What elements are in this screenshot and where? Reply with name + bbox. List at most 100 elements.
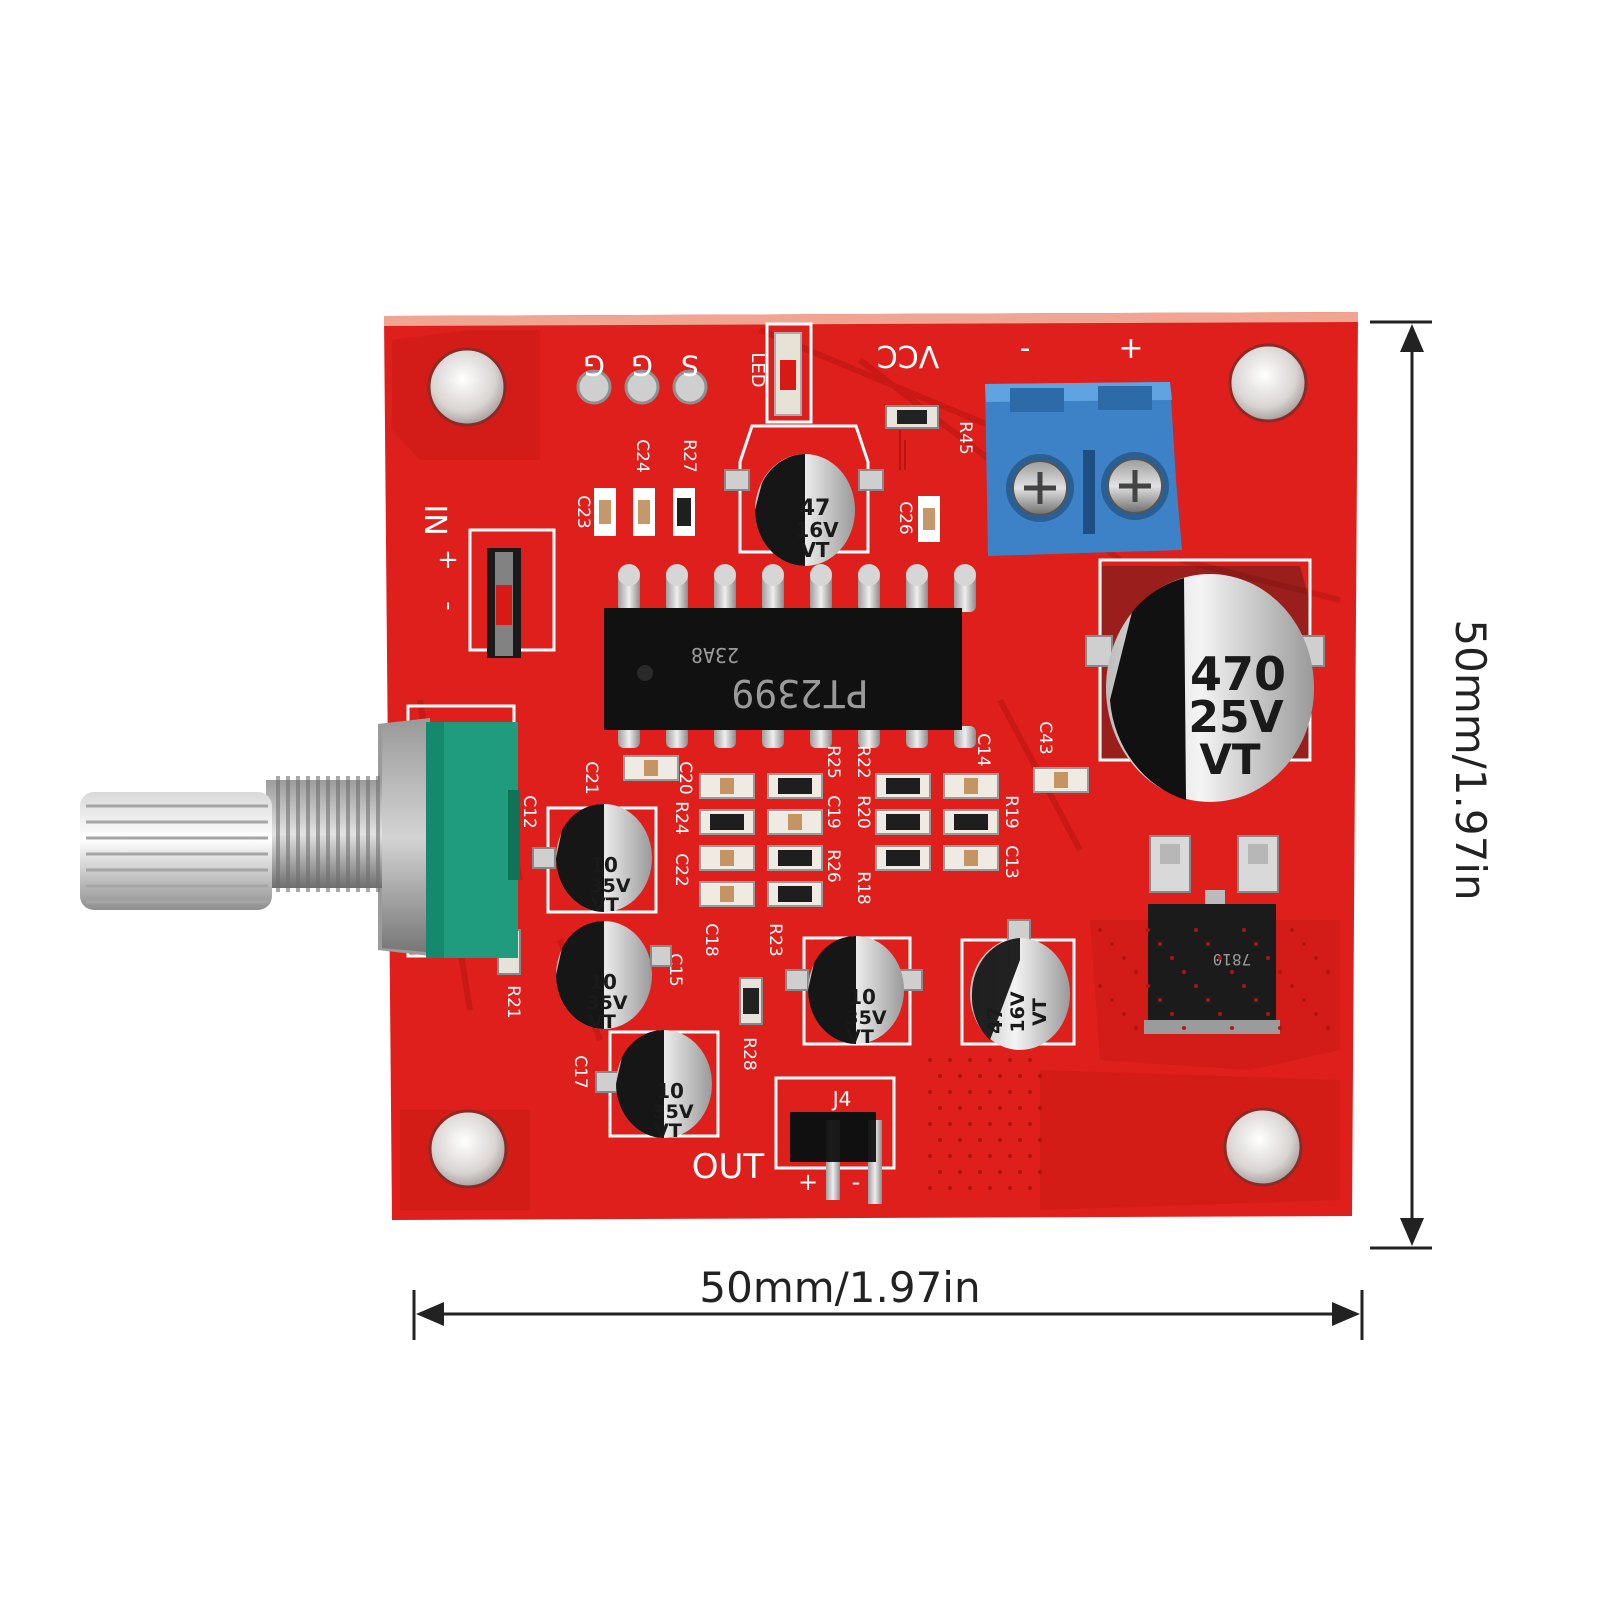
chip-pin	[810, 726, 832, 748]
via	[1158, 998, 1162, 1002]
via	[1028, 1058, 1032, 1062]
via	[1018, 1138, 1022, 1142]
thread-ridge	[356, 776, 360, 892]
via	[1018, 1106, 1022, 1110]
j4-label: J4	[831, 1087, 852, 1111]
via	[1290, 928, 1294, 932]
via	[938, 1074, 942, 1078]
cap-c15-value: 10	[589, 970, 617, 994]
cap-c17-brand: VT	[654, 1120, 682, 1142]
vcc-plus-label: +	[1118, 331, 1143, 366]
voltage-regulator: 7810	[1144, 835, 1280, 1034]
in-plus-label: +	[437, 545, 459, 575]
refdes-r21: R21	[503, 985, 523, 1018]
via	[1158, 942, 1162, 946]
status-led: LED	[747, 322, 813, 424]
chip-pin-solder	[714, 564, 736, 586]
via	[1018, 1170, 1022, 1174]
refdes-c20: C20	[675, 761, 695, 795]
via	[1266, 1012, 1270, 1016]
via	[948, 1058, 952, 1062]
thread-ridge	[286, 776, 290, 892]
capacitor-body	[788, 814, 802, 830]
via	[1008, 1122, 1012, 1126]
via	[998, 1106, 1002, 1110]
via	[928, 1122, 932, 1126]
via	[978, 1138, 982, 1142]
refdes-c18: C18	[701, 923, 721, 957]
resistor-body	[886, 778, 920, 794]
vcc-label: VCC	[877, 338, 939, 373]
capacitor-body	[720, 778, 734, 794]
via	[948, 1090, 952, 1094]
refdes-r18: R18	[853, 871, 873, 904]
capacitor-c15: 10 35V VT	[556, 920, 672, 1033]
via	[1134, 1026, 1138, 1030]
header-label-g2: G	[631, 349, 653, 382]
via	[978, 1106, 982, 1110]
width-label: 50mm/1.97in	[699, 1263, 980, 1312]
via	[988, 1122, 992, 1126]
via	[978, 1170, 982, 1174]
cap-c18-brand: VT	[846, 1026, 874, 1048]
via	[958, 1170, 962, 1174]
cap-c17-voltage: 35V	[652, 1101, 693, 1123]
refdes-r28: R28	[739, 1037, 759, 1070]
resistor-body	[778, 850, 812, 866]
refdes-c19: C19	[823, 795, 843, 829]
cap-470-voltage: 25V	[1188, 692, 1283, 743]
capacitor-body	[964, 850, 978, 866]
in-label: IN	[417, 504, 452, 535]
via	[928, 1090, 932, 1094]
thread-ridge	[366, 776, 370, 892]
cap-right-value: 47	[983, 1006, 1007, 1034]
via	[1008, 1186, 1012, 1190]
thread-ridge	[326, 776, 330, 892]
via	[1266, 956, 1270, 960]
via	[1028, 1090, 1032, 1094]
in-minus-label: -	[434, 601, 464, 610]
resistor-body	[778, 778, 812, 794]
via	[928, 1186, 932, 1190]
thread-ridge	[276, 776, 280, 892]
via-field	[928, 928, 1330, 1190]
via	[1146, 928, 1150, 932]
out-label: OUT	[692, 1147, 765, 1187]
via	[968, 1122, 972, 1126]
resistor-body	[886, 850, 920, 866]
refdes-c17: C17	[570, 1055, 590, 1089]
refdes-c14: C14	[973, 733, 993, 767]
chip-pin-solder	[810, 564, 832, 586]
refdes-c12: C12	[519, 795, 539, 829]
via	[1302, 942, 1306, 946]
via	[1008, 1058, 1012, 1062]
capacitor-body	[644, 760, 658, 776]
capacitor-47uf-top: 47 16V VT	[724, 424, 884, 566]
cap-right-brand: VT	[1029, 998, 1051, 1026]
via	[1254, 998, 1258, 1002]
refdes-r19: R19	[1001, 795, 1021, 828]
via	[1110, 998, 1114, 1002]
mounting-holes	[427, 343, 1308, 1189]
via	[1278, 970, 1282, 974]
refdes-c43: C43	[1035, 721, 1055, 755]
via	[1146, 984, 1150, 988]
potentiometer	[80, 704, 520, 958]
via	[1278, 1026, 1282, 1030]
out-plus-label: +	[798, 1168, 818, 1196]
smd-component-grid	[623, 755, 1089, 907]
via	[1290, 984, 1294, 988]
dimension-horizontal: 50mm/1.97in	[412, 1263, 1364, 1340]
via	[1230, 1026, 1234, 1030]
thread-ridge	[316, 776, 320, 892]
cap-c17-value: 10	[656, 1079, 684, 1103]
chip-pin	[666, 726, 688, 748]
via	[938, 1170, 942, 1174]
capacitor-body	[964, 778, 978, 794]
refdes-c23: C23	[573, 495, 593, 529]
via	[998, 1170, 1002, 1174]
resistor-body	[954, 814, 988, 830]
via	[1194, 984, 1198, 988]
chip-pin	[906, 726, 928, 748]
